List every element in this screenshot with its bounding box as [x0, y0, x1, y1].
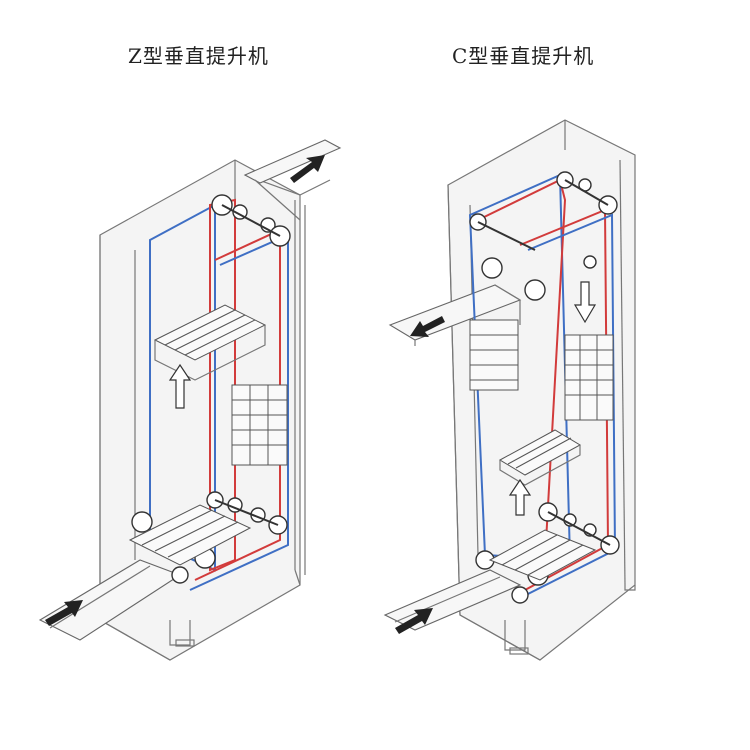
solid-arrow-icon: [290, 155, 325, 183]
sprocket-icon: [171, 566, 189, 584]
sprocket-icon: [481, 257, 503, 279]
hollow-up-arrow-icon: [168, 363, 192, 409]
z-type-lift-title: Z型垂直提升机: [128, 44, 269, 68]
c-lift-tray-middle: [498, 429, 582, 486]
z-type-lift-diagram: [38, 139, 342, 661]
solid-arrow-icon: [45, 600, 83, 626]
z-lift-sprockets: [131, 194, 291, 584]
c-lift-tray-stack-right: [564, 334, 614, 421]
c-lift-tray-stack-left: [469, 319, 519, 391]
z-lift-blue-chain-front: [189, 233, 289, 591]
c-type-lift-diagram: [383, 119, 636, 661]
sprocket-icon: [131, 511, 153, 533]
solid-arrow-icon: [395, 608, 433, 634]
sprocket-icon: [583, 255, 597, 269]
z-lift-tray-stack: [231, 384, 288, 466]
solid-arrow-icon: [410, 316, 445, 337]
sprocket-icon: [524, 279, 546, 301]
hollow-down-arrow-icon: [573, 281, 597, 324]
z-lift-tray-upper: [153, 304, 267, 381]
sprocket-icon: [511, 586, 529, 604]
hollow-up-arrow-icon: [508, 478, 532, 516]
c-lift-sprockets: [469, 171, 620, 604]
c-lift-tray-bottom: [488, 529, 597, 581]
z-lift-tray-bottom: [128, 504, 252, 566]
c-type-lift-title: C型垂直提升机: [452, 44, 595, 68]
